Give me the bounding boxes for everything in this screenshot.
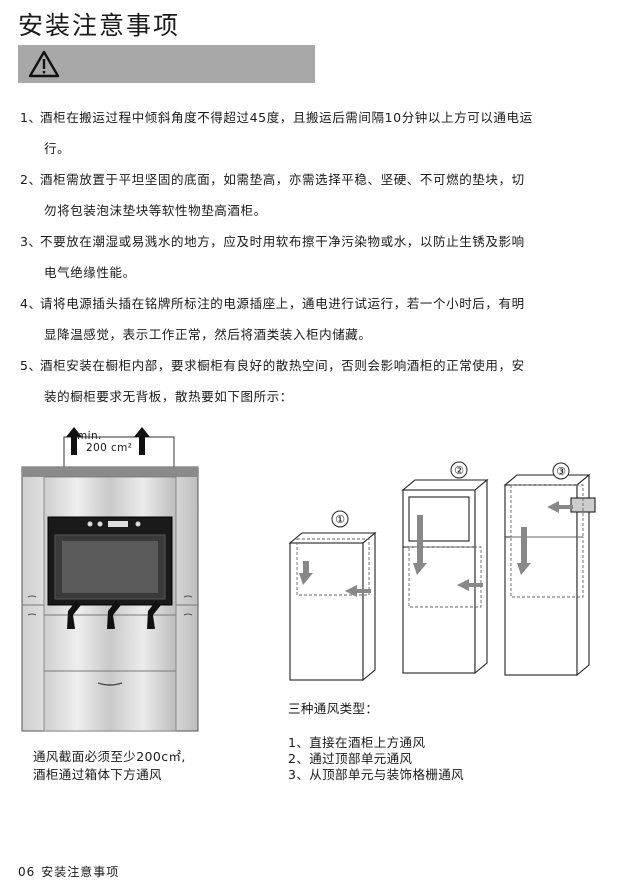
- list-item: 4、请将电源插头插在铭牌所标注的电源插座上，通电进行试运行，若一个小时后，有明 …: [20, 288, 605, 350]
- cabinet-ventilation-figure: [21, 427, 199, 732]
- item-number: 2、: [20, 172, 42, 187]
- item-text-line2: 行。: [44, 141, 71, 156]
- item-text-line1: 酒柜安装在橱柜内部，要求橱柜有良好的散热空间，否则会影响酒柜的正常使用，安: [40, 358, 525, 373]
- list-item: 2、酒柜需放置于平坦坚固的底面，如需垫高，亦需选择平稳、坚硬、不可燃的垫块，切 …: [20, 164, 605, 226]
- item-text-line1: 不要放在潮湿或易溅水的地方，应及时用软布擦干净污染物或水，以防止生锈及影响: [40, 234, 525, 249]
- item-text-line1: 请将电源插头插在铭牌所标注的电源插座上，通电进行试运行，若一个小时后，有明: [40, 296, 525, 311]
- marker-1: ①: [335, 513, 345, 526]
- list-item: 3、不要放在潮湿或易溅水的地方，应及时用软布擦干净污染物或水，以防止生锈及影响 …: [20, 226, 605, 288]
- left-caption-line2: 酒柜通过箱体下方通风: [33, 767, 163, 782]
- item-number: 1、: [20, 110, 42, 125]
- item-text-line2: 电气绝缘性能。: [44, 265, 136, 280]
- item-number: 3、: [20, 234, 42, 249]
- ventilation-type-2: 2、通过顶部单元通风: [288, 751, 413, 766]
- ventilation-types-figure: ① ② ③: [288, 461, 596, 682]
- list-item: 1、酒柜在搬运过程中倾斜角度不得超过45度，且搬运后需间隔10分钟以上方可以通电…: [20, 102, 605, 164]
- ventilation-types-title: 三种通风类型：: [288, 701, 379, 716]
- item-text-line2: 勿将包装泡沫垫块等软性物垫高酒柜。: [44, 203, 267, 218]
- item-text-line2: 显降温感觉，表示工作正常，然后将酒类装入柜内储藏。: [44, 327, 372, 342]
- item-text-line1: 酒柜需放置于平坦坚固的底面，如需垫高，亦需选择平稳、坚硬、不可燃的垫块，切: [40, 172, 525, 187]
- ventilation-type-1: 1、直接在酒柜上方通风: [288, 735, 426, 750]
- warning-banner: [18, 45, 315, 83]
- marker-3: ③: [556, 465, 566, 478]
- min-label: min.: [77, 430, 102, 442]
- item-text-line1: 酒柜在搬运过程中倾斜角度不得超过45度，且搬运后需间隔10分钟以上方可以通电运: [40, 110, 533, 125]
- area-label: 200 cm²: [86, 442, 133, 454]
- page-footer: 06 安装注意事项: [18, 863, 125, 880]
- ventilation-type-3: 3、从顶部单元与装饰格栅通风: [288, 767, 465, 782]
- page-number: 06: [18, 865, 36, 879]
- warning-icon: [28, 50, 60, 78]
- page-title: 安装注意事项: [18, 11, 181, 40]
- marker-2: ②: [454, 464, 464, 477]
- left-caption-line1: 通风截面必须至少200c㎡,: [33, 749, 186, 764]
- footer-section: 安装注意事项: [41, 865, 120, 879]
- item-number: 4、: [20, 296, 42, 311]
- item-text-line2: 装的橱柜要求无背板，散热要如下图所示：: [44, 389, 293, 404]
- item-number: 5、: [20, 358, 42, 373]
- list-item: 5、酒柜安装在橱柜内部，要求橱柜有良好的散热空间，否则会影响酒柜的正常使用，安 …: [20, 350, 605, 412]
